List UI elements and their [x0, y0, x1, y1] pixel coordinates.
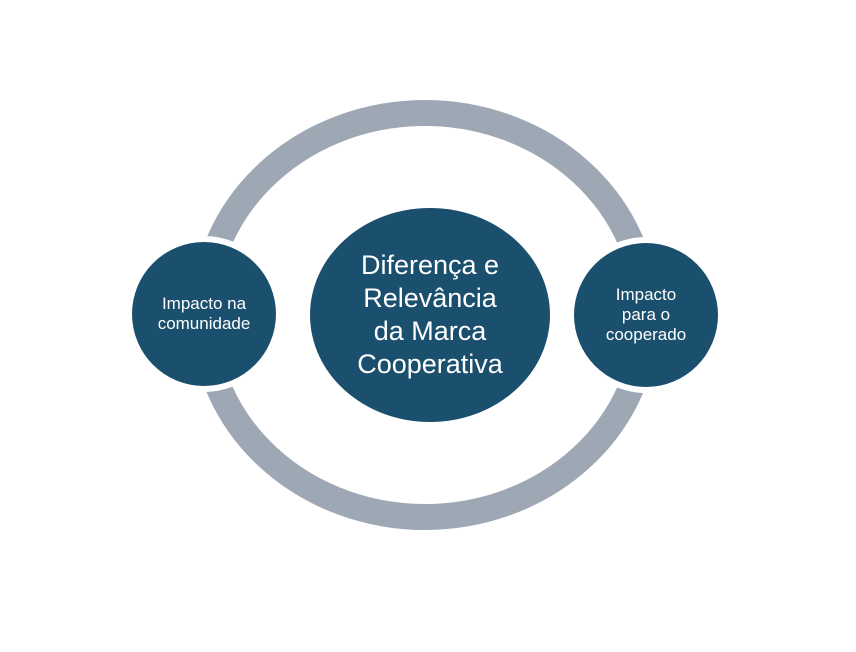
left-node-circle: [132, 242, 276, 386]
right-node-circle: [574, 243, 718, 387]
center-node-ellipse: [310, 208, 550, 422]
